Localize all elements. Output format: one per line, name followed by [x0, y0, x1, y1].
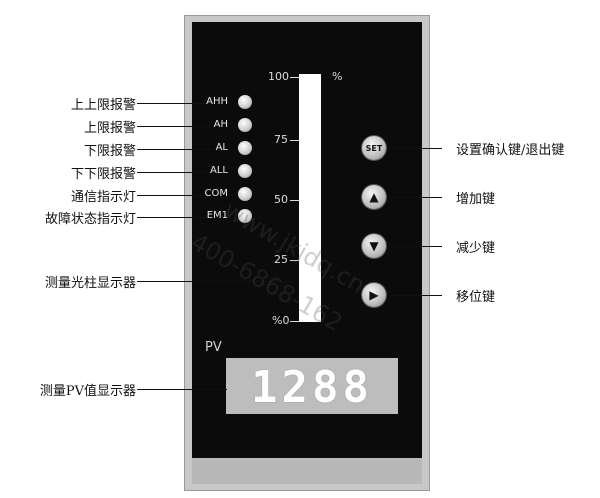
bargraph-label-50: 50 — [274, 193, 288, 206]
bargraph-label-100: 100 — [268, 70, 289, 83]
callout-line-bargraph — [137, 281, 292, 282]
led-ah-label: AH — [213, 119, 228, 130]
bargraph-tick-100 — [290, 77, 300, 78]
callout-line-em1 — [137, 217, 210, 218]
down-arrow-icon[interactable]: ▼ — [362, 234, 386, 258]
callout-al: 下限报警 — [83, 144, 136, 159]
bargraph-tick-75 — [290, 140, 300, 141]
callout-all: 下下限报警 — [70, 167, 136, 182]
callout-line-up — [392, 197, 442, 198]
callout-set: 设置确认键/退出键 — [456, 143, 565, 158]
led-com-lamp — [238, 187, 252, 201]
set-button[interactable]: SET — [362, 136, 386, 160]
led-em1-label: EM1 — [206, 210, 228, 221]
pv-value: 1288 — [251, 362, 373, 413]
panel-footer — [192, 458, 422, 484]
pv-label: PV — [205, 340, 222, 355]
led-all: ALL — [200, 163, 252, 181]
led-em1: EM1 — [200, 208, 252, 226]
bargraph-tick-0 — [290, 321, 300, 322]
bargraph-column — [299, 74, 321, 322]
bargraph-tick-50 — [290, 200, 300, 201]
callout-bargraph: 测量光柱显示器 — [44, 276, 136, 291]
pv-display: 1288 — [226, 358, 398, 414]
callout-line-pv — [137, 389, 227, 390]
bargraph-label-0: %0 — [272, 314, 290, 327]
bargraph-label-25: 25 — [274, 253, 288, 266]
led-ahh: AHH — [200, 94, 252, 112]
callout-ahh: 上上限报警 — [70, 98, 136, 113]
callout-line-com — [137, 195, 210, 196]
callout-line-all — [137, 172, 210, 173]
led-com-label: COM — [204, 188, 228, 199]
led-al-lamp — [238, 141, 252, 155]
led-ahh-label: AHH — [206, 96, 228, 107]
led-all-lamp — [238, 164, 252, 178]
led-all-label: ALL — [210, 165, 228, 176]
callout-down: 减少键 — [456, 241, 496, 256]
callout-line-set — [392, 148, 442, 149]
callout-pv: 测量PV值显示器 — [39, 384, 136, 399]
led-ah-lamp — [238, 118, 252, 132]
callout-line-ahh — [137, 103, 210, 104]
callout-up: 增加键 — [456, 192, 496, 207]
led-com: COM — [200, 186, 252, 204]
bargraph-label-75: 75 — [274, 133, 288, 146]
bargraph-unit: % — [332, 70, 343, 83]
callout-line-al — [137, 149, 210, 150]
led-ah: AH — [200, 117, 252, 135]
callout-shift: 移位键 — [456, 290, 496, 305]
bargraph-tick-25 — [290, 260, 300, 261]
callout-em1: 故障状态指示灯 — [44, 212, 136, 227]
callout-line-ah — [137, 126, 210, 127]
led-em1-lamp — [238, 209, 252, 223]
callout-ah: 上限报警 — [83, 121, 136, 136]
callout-line-down — [392, 246, 442, 247]
callout-line-shift — [392, 295, 442, 296]
led-al: AL — [200, 140, 252, 158]
up-arrow-icon[interactable]: ▲ — [362, 185, 386, 209]
led-ahh-lamp — [238, 95, 252, 109]
shift-arrow-icon[interactable]: ▶ — [362, 283, 386, 307]
callout-com: 通信指示灯 — [70, 190, 136, 205]
led-al-label: AL — [215, 142, 228, 153]
